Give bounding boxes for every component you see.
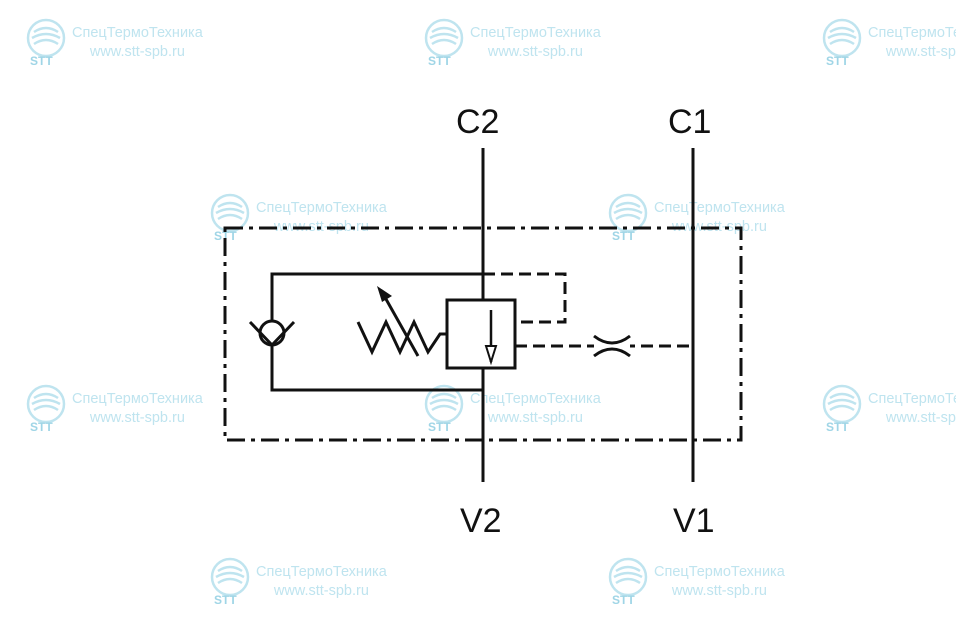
watermark-text: СпецТермоТехника www.stt-spb.ru [470,24,601,62]
stt-logo-icon [210,557,250,597]
watermark: STT СпецТермоТехника www.stt-spb.ru [208,193,418,243]
watermark-brand: STT [30,420,53,434]
adjustable-spring-icon [356,286,447,357]
watermark-text: СпецТермоТехника www.stt-spb.ru [470,390,601,428]
flow-restrictor-icon [593,334,631,358]
watermark-url: www.stt-spb.ru [671,583,767,599]
port-label-c2: C2 [456,103,499,141]
watermark-brand: STT [612,593,635,607]
stt-logo-icon [822,18,862,58]
stt-logo-icon [424,384,464,424]
stt-logo-icon [608,557,648,597]
stt-logo-icon [424,18,464,58]
watermark-text: СпецТермоТехника www.stt-spb.ru [72,24,203,62]
watermark-url: www.stt-spb.ru [89,44,185,60]
watermark-url: www.stt-spb.ru [273,219,369,235]
watermark-company: СпецТермоТехника [72,391,203,407]
watermark: STT СпецТермоТехника www.stt-spb.ru [820,18,956,68]
stt-logo-icon [26,18,66,58]
watermark-url: www.stt-spb.ru [273,583,369,599]
watermark-brand: STT [214,593,237,607]
pilot-line-upper [483,272,567,324]
watermark: STT СпецТермоТехника www.stt-spb.ru [422,18,632,68]
watermark-text: СпецТермоТехника www.stt-spb.ru [72,390,203,428]
watermark: STT СпецТермоТехника www.stt-spb.ru [820,384,956,434]
watermark-brand: STT [214,229,237,243]
watermark-brand: STT [30,54,53,68]
watermark-url: www.stt-spb.ru [487,44,583,60]
watermark-brand: STT [826,420,849,434]
watermark-brand: STT [612,229,635,243]
watermark-company: СпецТермоТехника [654,564,785,580]
stt-logo-icon [822,384,862,424]
watermark-company: СпецТермоТехника [256,564,387,580]
watermark: STT СпецТермоТехника www.stt-spb.ru [24,18,234,68]
stt-logo-icon [210,193,250,233]
check-valve-icon [248,319,296,347]
watermark-url: www.stt-spb.ru [671,219,767,235]
watermark: STT СпецТермоТехника www.stt-spb.ru [24,384,234,434]
watermark-company: СпецТермоТехника [470,391,601,407]
watermark-text: СпецТермоТехника www.stt-spb.ru [868,24,956,62]
watermark-brand: STT [826,54,849,68]
watermark-company: СпецТермоТехника [470,25,601,41]
watermark-text: СпецТермоТехника www.stt-spb.ru [868,390,956,428]
watermark-url: www.stt-spb.ru [487,410,583,426]
watermark-company: СпецТермоТехника [256,200,387,216]
watermark-text: СпецТермоТехника www.stt-spb.ru [654,199,785,237]
watermark: STT СпецТермоТехника www.stt-spb.ru [606,193,816,243]
watermark: STT СпецТермоТехника www.stt-spb.ru [208,557,418,607]
watermark-text: СпецТермоТехника www.stt-spb.ru [256,563,387,601]
watermark-text: СпецТермоТехника www.stt-spb.ru [654,563,785,601]
stt-logo-icon [608,193,648,233]
port-label-v1: V1 [673,502,715,540]
watermark-company: СпецТермоТехника [654,200,785,216]
watermark-brand: STT [428,420,451,434]
watermark-url: www.stt-spb.ru [885,410,956,426]
watermark-text: СпецТермоТехника www.stt-spb.ru [256,199,387,237]
watermark-brand: STT [428,54,451,68]
port-label-c1: C1 [668,103,711,141]
watermark-company: СпецТермоТехника [868,391,956,407]
watermark-company: СпецТермоТехника [868,25,956,41]
watermark-url: www.stt-spb.ru [89,410,185,426]
watermark: STT СпецТермоТехника www.stt-spb.ru [606,557,816,607]
stt-logo-icon [26,384,66,424]
relief-valve-spool-icon [445,298,517,370]
watermark: STT СпецТермоТехника www.stt-spb.ru [422,384,632,434]
watermark-url: www.stt-spb.ru [885,44,956,60]
watermark-company: СпецТермоТехника [72,25,203,41]
port-label-v2: V2 [460,502,502,540]
